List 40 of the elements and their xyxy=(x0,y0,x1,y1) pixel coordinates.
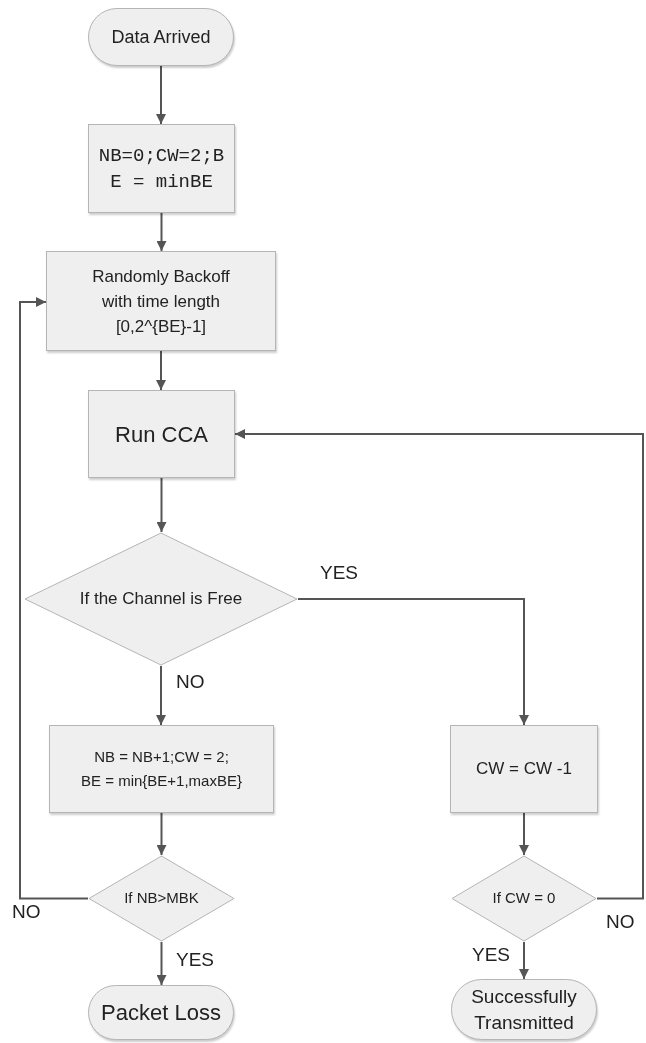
node-text: Run CCA xyxy=(115,420,208,449)
node-text: CW = CW -1 xyxy=(475,758,573,780)
decision-diamond xyxy=(451,855,597,942)
node-text: Data Arrived xyxy=(111,25,211,49)
node-text: NB = NB+1;CW = 2; BE = min{BE+1,maxBE} xyxy=(80,747,243,791)
edge-label: NO xyxy=(176,672,205,691)
edge-label: NO xyxy=(606,912,635,931)
arrow xyxy=(519,812,529,856)
process-box xyxy=(46,251,276,351)
arrow xyxy=(156,665,166,726)
node-text: If the Channel is Free xyxy=(79,588,243,611)
node-text: If CW = 0 xyxy=(492,888,556,909)
process-box xyxy=(450,725,598,813)
process-box xyxy=(88,390,235,478)
terminal-pill xyxy=(88,985,234,1040)
node-text: NB=0;CW=2;BE = minBE xyxy=(97,143,226,195)
terminal-pill xyxy=(88,8,234,66)
arrow xyxy=(519,941,529,980)
edge-label: NO xyxy=(12,902,41,921)
arrow xyxy=(297,598,529,726)
edge-label: YES xyxy=(472,945,511,964)
decision-diamond xyxy=(24,532,298,666)
process-box xyxy=(88,124,235,213)
arrow xyxy=(156,812,167,856)
node-text: If NB>MBK xyxy=(124,888,199,909)
edge-label: YES xyxy=(176,950,215,969)
edge-label: YES xyxy=(320,563,359,582)
arrow xyxy=(234,429,644,900)
arrow xyxy=(156,65,166,125)
arrow xyxy=(156,212,167,252)
decision-diamond xyxy=(88,855,235,942)
arrow xyxy=(19,297,89,900)
node-text: Randomly Backoff with time length [0,2^{BE}-1] xyxy=(91,265,231,338)
process-box xyxy=(49,725,274,813)
node-text: Successfully Transmitted xyxy=(470,984,578,1035)
terminal-pill xyxy=(451,979,597,1040)
arrow xyxy=(156,941,167,986)
arrow xyxy=(156,350,166,391)
arrow xyxy=(156,477,167,533)
node-text: Packet Loss xyxy=(101,999,221,1027)
